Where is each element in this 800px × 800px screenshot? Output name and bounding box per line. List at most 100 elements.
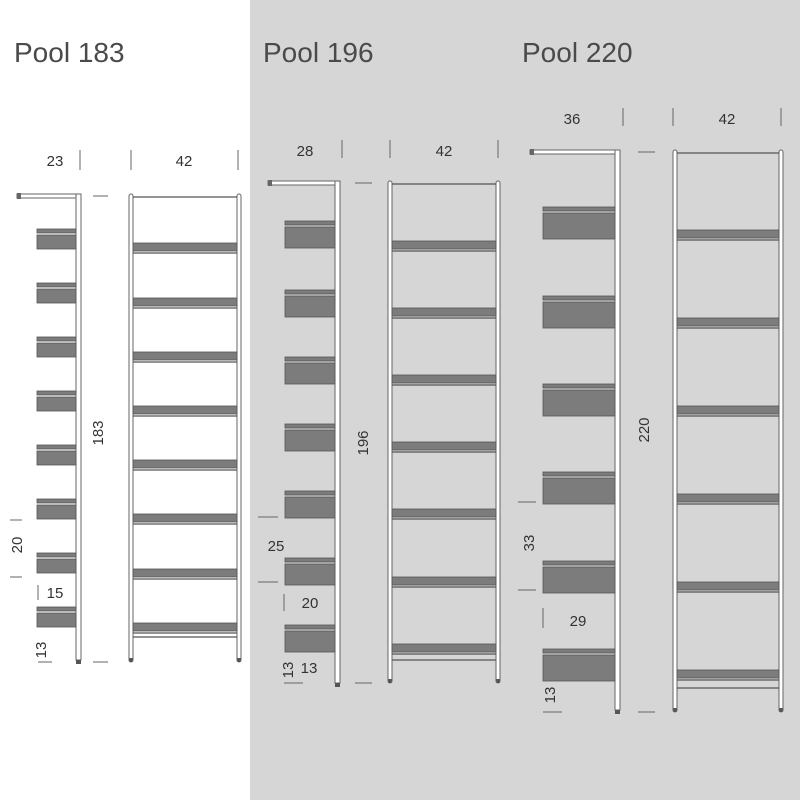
side-arm-end-cap: [268, 180, 272, 186]
side-shelf-lip: [542, 560, 616, 566]
model-title: Pool 220: [522, 37, 633, 68]
side-shelf-lip: [284, 423, 336, 429]
shelf-depth-label: 20: [302, 595, 319, 612]
side-shelf-lip: [284, 624, 336, 630]
side-shelf: [36, 234, 77, 250]
front-shelf: [391, 307, 497, 317]
front-shelf: [132, 297, 238, 307]
side-shelf: [542, 301, 616, 329]
side-shelf: [542, 654, 616, 682]
side-shelf-lip: [542, 648, 616, 654]
front-shelf: [132, 622, 238, 632]
side-top-arm: [16, 193, 81, 199]
side-shelf-lip: [542, 206, 616, 212]
side-shelf-lip: [542, 295, 616, 301]
front-shelf: [676, 493, 780, 503]
side-post: [334, 180, 341, 684]
front-foot: [673, 708, 677, 712]
side-shelf: [284, 563, 336, 586]
side-top-arm: [529, 149, 620, 155]
front-shelf: [132, 405, 238, 415]
depth-dimension-label: 28: [297, 143, 314, 160]
model-title: Pool 196: [263, 37, 374, 68]
depth-dimension-label: 36: [564, 111, 581, 128]
front-left-post: [387, 180, 393, 684]
side-shelf-lip: [36, 282, 77, 288]
side-shelf: [36, 612, 77, 628]
side-shelf-lip: [36, 444, 77, 450]
front-shelf: [132, 459, 238, 469]
side-shelf: [36, 396, 77, 412]
side-shelf: [36, 342, 77, 358]
side-shelf: [36, 450, 77, 466]
side-foot: [76, 660, 81, 664]
height-dimension-label: 183: [90, 420, 107, 445]
front-shelf: [676, 317, 780, 327]
front-left-post: [672, 149, 678, 713]
front-shelf: [132, 351, 238, 361]
side-shelf: [36, 504, 77, 520]
side-shelf: [542, 566, 616, 594]
side-shelf-lip: [36, 552, 77, 558]
front-shelf: [132, 242, 238, 252]
side-top-arm: [267, 180, 340, 186]
front-shelf: [391, 508, 497, 518]
side-shelf: [36, 288, 77, 304]
front-shelf: [676, 581, 780, 591]
front-shelf: [676, 405, 780, 415]
side-shelf: [284, 496, 336, 519]
side-arm-end-cap: [17, 193, 21, 199]
side-shelf: [284, 295, 336, 318]
front-shelf: [391, 643, 497, 653]
base-height-label-2: 13: [301, 660, 318, 677]
base-height-label: 13: [542, 687, 559, 704]
front-shelf: [132, 568, 238, 578]
side-shelf-lip: [36, 228, 77, 234]
side-shelf-lip: [36, 336, 77, 342]
shelf-spacing-label: 20: [9, 537, 26, 554]
side-shelf-lip: [36, 390, 77, 396]
front-shelf: [676, 229, 780, 239]
front-foot: [237, 658, 241, 662]
side-shelf-lip: [36, 606, 77, 612]
front-foot: [129, 658, 133, 662]
model-title: Pool 183: [14, 37, 125, 68]
gray-background-panel: [250, 0, 800, 800]
side-shelf-lip: [284, 490, 336, 496]
height-dimension-label: 196: [355, 430, 372, 455]
side-arm-end-cap: [530, 149, 534, 155]
side-shelf: [542, 212, 616, 240]
side-post: [614, 149, 621, 711]
side-shelf-lip: [284, 557, 336, 563]
front-shelf: [391, 576, 497, 586]
shelf-depth-label: 15: [47, 585, 64, 602]
front-shelf: [391, 240, 497, 250]
side-shelf-lip: [542, 471, 616, 477]
front-shelf: [676, 669, 780, 679]
side-shelf-lip: [36, 498, 77, 504]
front-foot: [388, 679, 392, 683]
side-shelf: [542, 389, 616, 417]
shelf-spacing-label: 25: [268, 538, 285, 555]
base-height-label: 13: [33, 642, 50, 659]
side-post: [75, 193, 82, 661]
width-dimension-label: 42: [176, 153, 193, 170]
height-dimension-label: 220: [636, 417, 653, 442]
base-height-label: 13: [280, 662, 297, 679]
side-shelf-lip: [284, 220, 336, 226]
side-shelf: [284, 630, 336, 653]
side-shelf: [36, 558, 77, 574]
side-foot: [615, 710, 620, 714]
front-right-post: [778, 149, 784, 713]
front-shelf: [391, 374, 497, 384]
front-foot: [779, 708, 783, 712]
front-foot: [496, 679, 500, 683]
side-shelf: [284, 226, 336, 249]
side-foot: [335, 683, 340, 687]
side-shelf: [542, 477, 616, 505]
front-shelf: [391, 441, 497, 451]
width-dimension-label: 42: [719, 111, 736, 128]
front-right-post: [495, 180, 501, 684]
shelf-depth-label: 29: [570, 613, 587, 630]
